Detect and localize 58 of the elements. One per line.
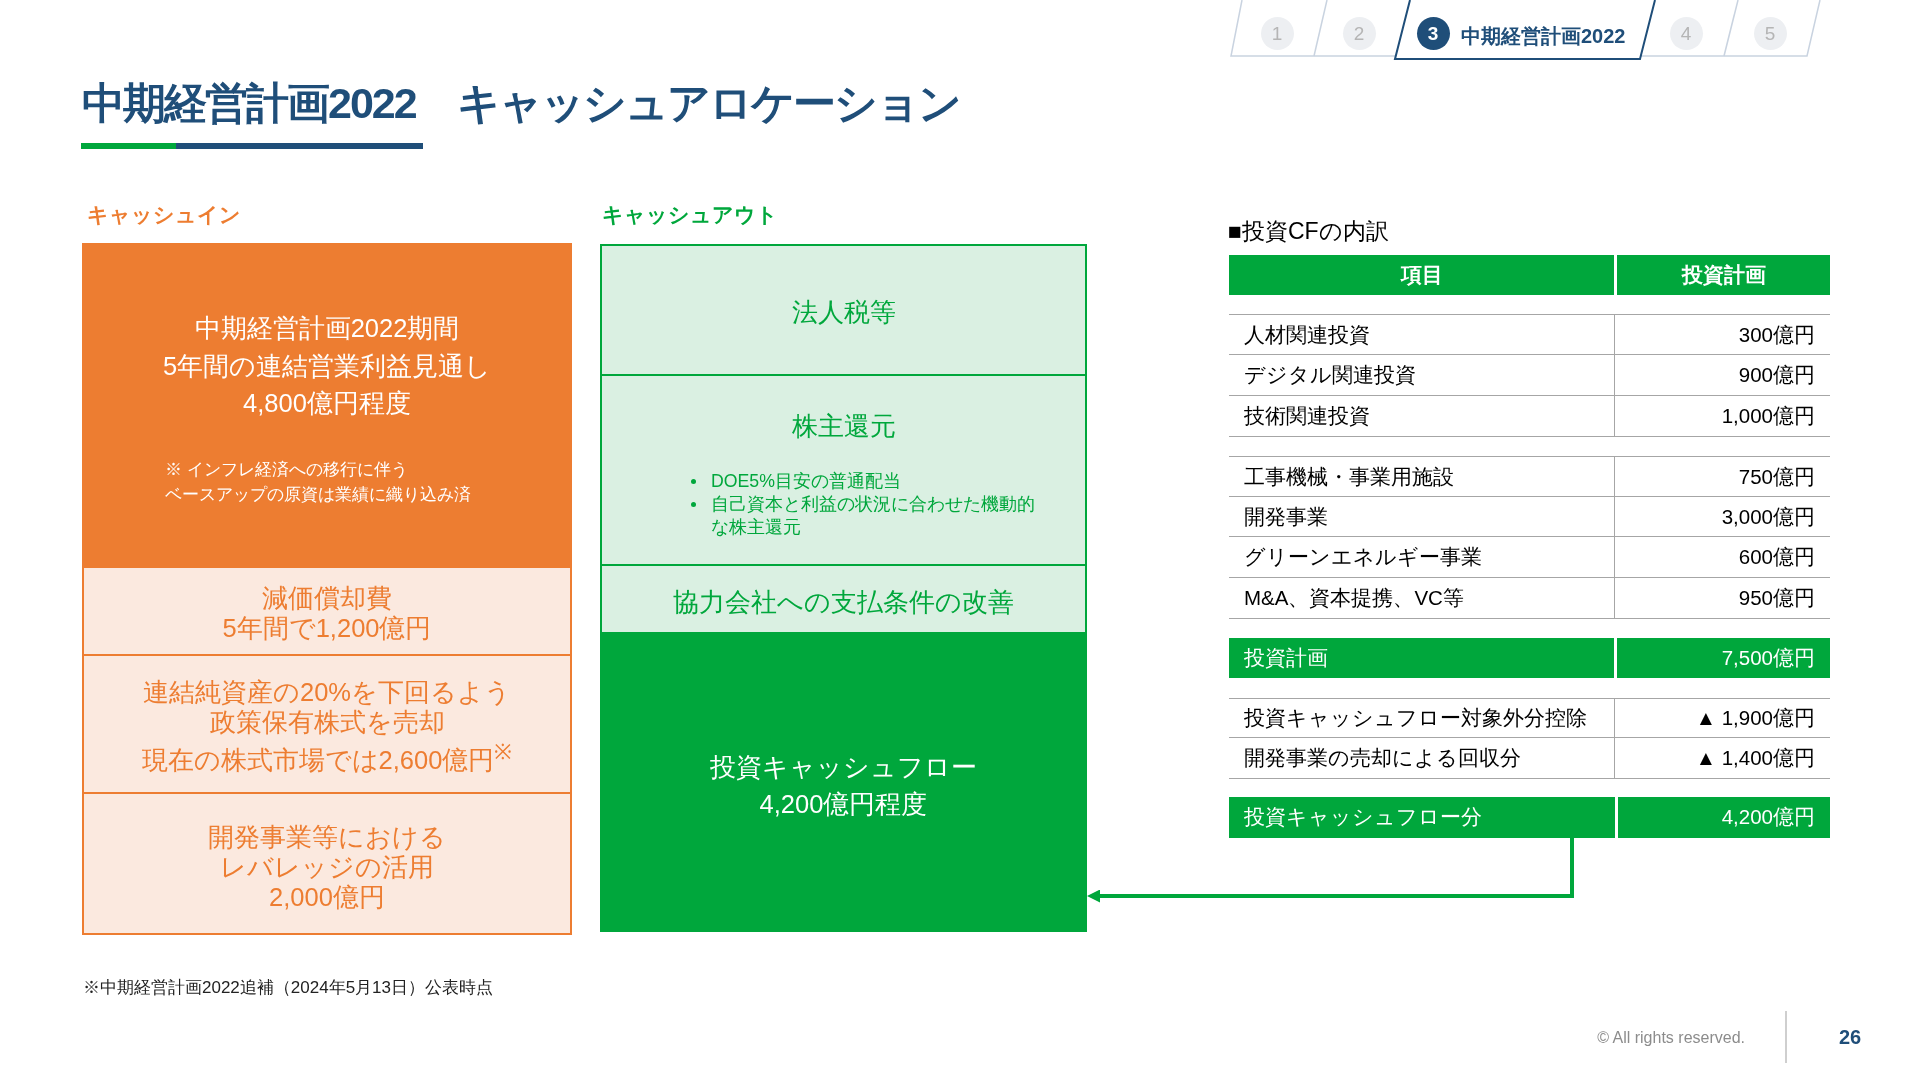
copyright-text: © All rights reserved. <box>1597 1027 1745 1048</box>
total-cell: 投資計画 <box>1229 638 1614 678</box>
main-text: 協力会社への支払条件の改善 <box>673 587 1014 618</box>
step-number: 1 <box>1260 17 1294 50</box>
table-cell: 750億円 <box>1615 456 1830 497</box>
total-row <box>1229 797 1830 838</box>
info-block <box>82 243 572 568</box>
column-heading: キャッシュイン <box>87 201 241 228</box>
arrow <box>1087 838 1574 903</box>
table-cell: グリーンエネルギー事業 <box>1229 537 1615 578</box>
table-cell: 投資キャッシュフロー対象外分控除 <box>1229 698 1615 738</box>
table-cell: 3,000億円 <box>1615 497 1830 537</box>
info-block <box>600 632 1087 932</box>
table-cell: 900億円 <box>1615 355 1830 396</box>
main-text: 開発事業等におけるレバレッジの活用2,000億円 <box>208 822 446 912</box>
info-block <box>82 568 572 656</box>
main-text: 中期経営計画2022期間5年間の連結営業利益見通し4,800億円程度 <box>162 312 492 419</box>
table-cell: 人材関連投資 <box>1229 314 1615 355</box>
slide-title: 中期経営計画2022 キャッシュアロケーション <box>82 78 960 129</box>
tab-label: 中期経営計画2022 <box>1461 24 1626 49</box>
info-block <box>600 376 1087 566</box>
header-cell: 投資計画 <box>1617 255 1830 295</box>
table-cell: 工事機械・事業用施設 <box>1229 456 1615 497</box>
info-block <box>82 656 572 794</box>
table-cell: 950億円 <box>1615 578 1830 619</box>
header-cell: 項目 <box>1229 255 1614 295</box>
main-text: 連結純資産の20%を下回るよう政策保有株式を売却現在の株式市場では2,600億円$^{※}$ <box>141 677 513 775</box>
step-number: 3 <box>1416 17 1450 50</box>
column-heading: キャッシュアウト <box>602 201 778 228</box>
table-cell: M&A、資本提携、VC等 <box>1229 578 1615 619</box>
table-cell: ▲ 1,900億円 <box>1615 698 1830 738</box>
bullet-text: 自己資本と利益の状況に合わせた機動的な株主還元 <box>711 492 1036 539</box>
table-cell: 600億円 <box>1615 537 1830 578</box>
info-block <box>600 566 1087 632</box>
note-text: ※ インフレ経済への移行に伴うベースアップの原資は業績に織り込み済 <box>165 458 471 506</box>
main-text: 減価償却費5年間で1,200億円 <box>222 583 432 643</box>
step-number: 2 <box>1342 17 1376 50</box>
main-text: 投資キャッシュフロー4,200億円程度 <box>710 752 977 820</box>
table-cell: ▲ 1,400億円 <box>1615 738 1830 779</box>
info-block <box>600 244 1087 376</box>
table-title: ■投資CFの内訳 <box>1228 217 1389 246</box>
row-label: 投資キャッシュフロー分 <box>1244 804 1482 830</box>
table-cell: 開発事業の売却による回収分 <box>1229 738 1615 779</box>
step-number: 5 <box>1753 17 1787 50</box>
page-number: 26 <box>1838 1025 1862 1050</box>
table-cell: デジタル関連投資 <box>1229 355 1615 396</box>
table-cell: 技術関連投資 <box>1229 396 1615 437</box>
table-cell: 1,000億円 <box>1615 396 1830 437</box>
step-number: 4 <box>1669 17 1703 50</box>
bullet-text: DOE5%目安の普通配当 <box>711 469 901 493</box>
footnote: ※中期経営計画2022追補（2024年5月13日）公表時点 <box>83 977 493 999</box>
main-text: 法人税等 <box>791 297 896 328</box>
table-cell: 300億円 <box>1615 314 1830 355</box>
amount-text: 4,200億円 <box>1721 804 1815 830</box>
heading-text: 株主還元 <box>791 411 896 442</box>
table-cell: 開発事業 <box>1229 497 1615 537</box>
total-cell: 7,500億円 <box>1617 638 1830 678</box>
info-block <box>82 794 572 935</box>
